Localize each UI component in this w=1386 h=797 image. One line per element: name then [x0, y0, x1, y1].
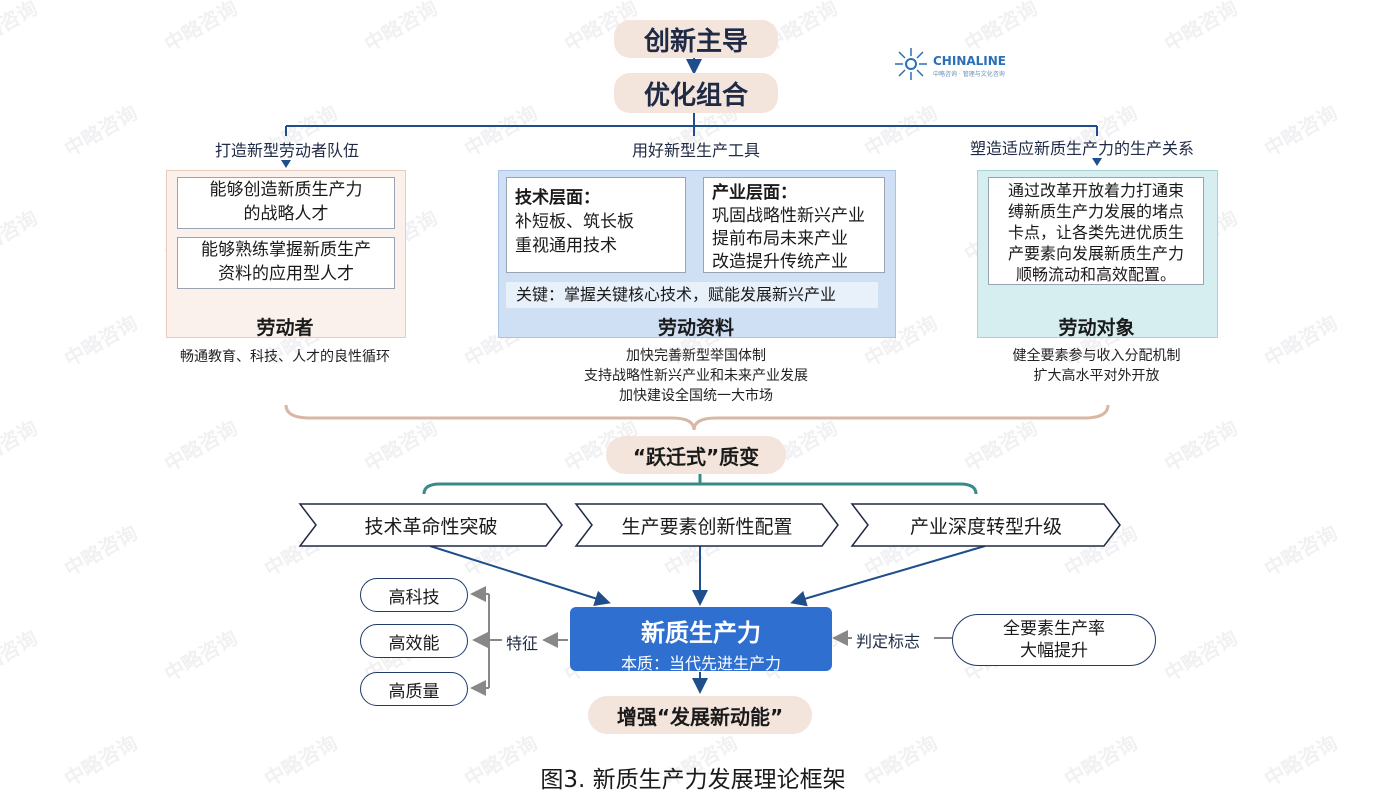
core-title: 新质生产力	[641, 619, 761, 647]
figure-caption: 图3. 新质生产力发展理论框架	[540, 767, 846, 793]
means-note-3: 加快建设全国统一大市场	[619, 388, 773, 404]
chinaline-logo: CHINALINE 中略咨询 · 管理与文化咨询	[893, 44, 1023, 84]
core-subtitle: 本质：当代先进生产力	[620, 654, 781, 673]
feature-high-quality: 高质量	[360, 672, 468, 706]
judge-label: 判定标志	[856, 632, 921, 651]
means-note-2: 支持战略性新兴产业和未来产业发展	[584, 368, 808, 384]
panel-labor-title: 劳动者	[256, 317, 314, 339]
chevron-industry-upgrade: 产业深度转型升级	[909, 516, 1062, 538]
bottom-pill-new-momentum: 增强“发展新动能”	[588, 696, 812, 734]
ind-line-1: 巩固战略性新兴产业	[712, 206, 865, 226]
box-reform: 通过改革开放着力打通束 缚新质生产力发展的堵点 卡点，让各类先进优质生 产要素向…	[988, 177, 1204, 285]
judge-line-1: 全要素生产率	[1003, 619, 1105, 639]
object-notes: 健全要素参与收入分配机制 扩大高水平对外开放	[977, 346, 1216, 386]
box-strategic-talent-l1: 能够创造新质生产力	[209, 180, 363, 200]
branch-middle-label: 用好新型生产工具	[632, 141, 761, 160]
features-label: 特征	[506, 634, 539, 653]
chevron-factor-allocation: 生产要素创新性配置	[621, 516, 793, 538]
tech-line-2: 重视通用技术	[515, 236, 617, 256]
chevron-1	[298, 503, 563, 547]
reform-line-2: 缚新质生产力发展的堵点	[1007, 202, 1184, 221]
reform-line-5: 顺畅流动和高效配置。	[1015, 265, 1176, 284]
judge-line-2: 大幅提升	[1020, 641, 1088, 661]
box-strategic-talent: 能够创造新质生产力 的战略人才	[177, 177, 395, 229]
box-tech-level: 技术层面： 补短板、筑长板 重视通用技术	[506, 177, 686, 273]
box-applied-talent-l2: 资料的应用型人才	[218, 264, 354, 284]
means-note-1: 加快完善新型举国体制	[626, 348, 766, 364]
panel-means-title: 劳动资料	[657, 317, 734, 339]
sunburst-icon	[895, 48, 927, 80]
box-strategic-talent-l2: 的战略人才	[243, 204, 329, 224]
means-notes: 加快完善新型举国体制 支持战略性新兴产业和未来产业发展 加快建设全国统一大市场	[498, 346, 894, 406]
reform-line-4: 产要素向发展新质生产力	[1007, 244, 1184, 263]
box-industry-level: 产业层面： 巩固战略性新兴产业 提前布局未来产业 改造提升传统产业	[703, 177, 885, 273]
leap-pill: “跃迁式”质变	[606, 436, 786, 474]
reform-line-1: 通过改革开放着力打通束	[1007, 181, 1184, 200]
ind-line-3: 改造提升传统产业	[712, 252, 848, 272]
box-applied-talent: 能够熟练掌握新质生产 资料的应用型人才	[177, 237, 395, 289]
box-applied-talent-l1: 能够熟练掌握新质生产	[201, 240, 371, 260]
core-new-productivity: 新质生产力 本质：当代先进生产力	[570, 607, 832, 673]
logo-name: CHINALINE	[933, 54, 1006, 68]
chevron-tech-revolution: 技术革命性突破	[364, 516, 498, 538]
labor-note: 畅通教育、科技、人才的良性循环	[180, 349, 390, 365]
feature-high-tech: 高科技	[360, 578, 468, 612]
branch-right-label: 塑造适应新质生产力的生产关系	[970, 139, 1195, 158]
pill-innovation-led: 创新主导	[614, 20, 778, 58]
tech-head: 技术层面：	[515, 188, 600, 208]
judge-tfp-oval: 全要素生产率 大幅提升	[952, 614, 1156, 666]
chevron-2	[574, 503, 839, 547]
key-bar: 关键：掌握关键核心技术，赋能发展新兴产业	[506, 282, 878, 308]
pill-optimized-combination: 优化组合	[614, 73, 778, 113]
tech-line-1: 补短板、筑长板	[515, 212, 634, 232]
ind-head: 产业层面：	[712, 183, 797, 203]
chevron-3	[850, 503, 1121, 547]
panel-object-title: 劳动对象	[1058, 317, 1135, 339]
object-note-1: 健全要素参与收入分配机制	[1012, 348, 1181, 364]
logo-sub: 中略咨询 · 管理与文化咨询	[933, 71, 1005, 78]
reform-line-3: 卡点，让各类先进优质生	[1007, 223, 1184, 242]
feature-high-efficiency: 高效能	[360, 624, 468, 658]
ind-line-2: 提前布局未来产业	[712, 229, 848, 249]
branch-left-label: 打造新型劳动者队伍	[215, 141, 360, 160]
object-note-2: 扩大高水平对外开放	[1033, 368, 1160, 384]
